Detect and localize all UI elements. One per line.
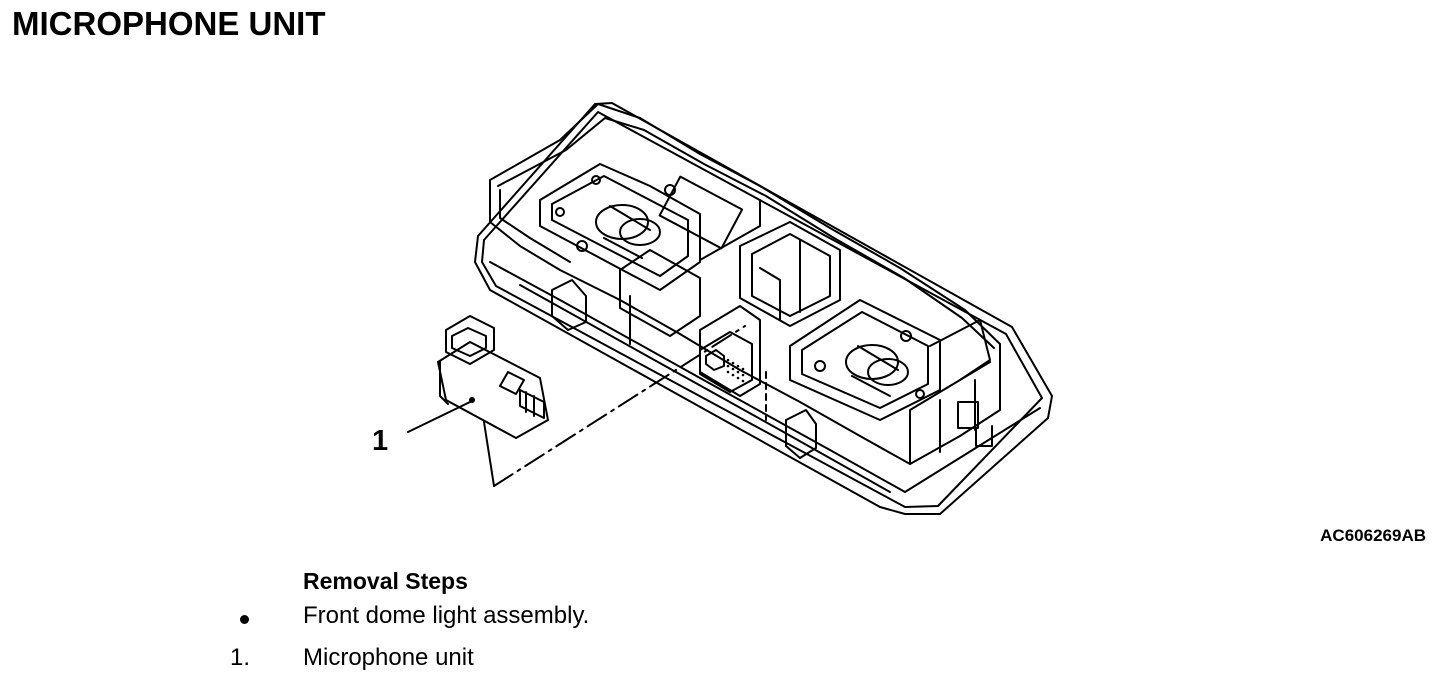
right-lamp-compartment [789, 299, 993, 447]
housing-side-tabs [551, 279, 817, 459]
housing-frame [489, 103, 1001, 465]
step-text: Front dome light assembly. [303, 602, 590, 629]
page-title: MICROPHONE UNIT [12, 5, 326, 42]
callout-number: 1 [372, 425, 389, 457]
microphone-unit-diagram [407, 102, 1053, 515]
microphone-grille [726, 358, 745, 383]
microphone-mount-opening [699, 331, 753, 393]
bullet-dot-icon [240, 615, 249, 624]
removal-steps-heading: Removal Steps [303, 568, 468, 594]
removal-step: Front dome light assembly. [230, 600, 1030, 632]
installation-guide-line-short [483, 421, 495, 487]
microphone-unit-part [437, 315, 549, 439]
callout-leader-line [407, 401, 471, 433]
removal-step: 1. Microphone unit [230, 642, 1030, 674]
step-text: Microphone unit [303, 644, 474, 671]
installation-guide-line [493, 325, 746, 487]
left-lamp-compartment [539, 163, 761, 291]
step-marker: 1. [230, 644, 251, 671]
dome-light-housing [474, 102, 1053, 515]
figure-code: AC606269AB [1320, 526, 1426, 545]
